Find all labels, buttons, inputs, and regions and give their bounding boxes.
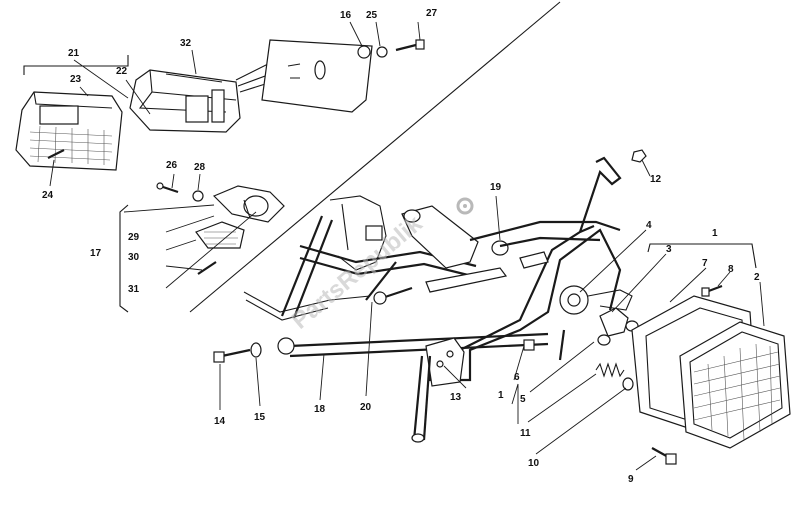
watermark: PartsRepublik	[287, 210, 428, 335]
bracket-17	[119, 204, 129, 313]
part-label-21: 21	[68, 48, 80, 59]
tail-light-window	[39, 105, 79, 125]
part-label-17: 17	[90, 248, 102, 259]
part-label-12: 12	[650, 174, 662, 185]
leader-lines	[49, 21, 765, 471]
part-label-23: 23	[70, 74, 82, 85]
bolt-14	[221, 348, 251, 358]
part-label-32: 32	[180, 38, 192, 49]
part-label-30: 30	[128, 252, 140, 263]
part-label-19: 19	[490, 182, 502, 193]
spring-11	[595, 362, 625, 378]
part-label-29: 29	[128, 232, 140, 243]
section-divider	[189, 1, 561, 313]
nut-10	[622, 377, 634, 391]
part-label-25: 25	[366, 10, 378, 21]
part-label-5: 5	[520, 394, 526, 405]
part-label-14: 14	[214, 416, 226, 427]
headlight-lens-2	[679, 321, 791, 449]
part-label-28: 28	[194, 162, 206, 173]
bulb-socket-3	[599, 307, 629, 337]
turn-signal-group	[119, 182, 285, 313]
screw-24	[47, 149, 65, 159]
bushing	[277, 337, 295, 355]
part-6	[523, 339, 535, 351]
part-label-1-lower: 1	[498, 390, 504, 401]
part-label-15: 15	[254, 412, 266, 423]
part-label-2: 2	[754, 272, 760, 283]
washer-28	[192, 190, 204, 202]
part-label-11: 11	[520, 428, 531, 439]
nut-19	[491, 240, 509, 256]
part-label-7: 7	[702, 258, 708, 269]
tail-light-group	[15, 39, 425, 171]
part-label-31: 31	[128, 284, 140, 295]
part-label-8: 8	[728, 264, 734, 275]
turn-signal-lens	[195, 221, 245, 249]
nut-16	[357, 45, 371, 59]
part-label-4: 4	[646, 220, 652, 231]
nut-12	[631, 149, 647, 163]
headlight-group	[631, 284, 791, 465]
part-label-20: 20	[360, 402, 372, 413]
part-label-24: 24	[42, 190, 54, 201]
grommet-5	[597, 334, 611, 346]
headlight-frame	[213, 149, 647, 443]
part-label-9: 9	[628, 474, 634, 485]
part-label-22: 22	[116, 66, 128, 77]
part-labels: 1 2 3 4 5 6 7 8 9 10 11 12 13 14 15 16 1…	[42, 8, 760, 485]
watermark-gear-icon	[456, 197, 474, 215]
bolt-20	[381, 286, 413, 300]
part-label-3: 3	[666, 244, 672, 255]
part-label-18: 18	[314, 404, 326, 415]
screw-31	[197, 261, 217, 275]
part-label-10: 10	[528, 458, 540, 469]
washer-15	[250, 342, 262, 358]
part-label-16: 16	[340, 10, 352, 21]
part-label-27: 27	[426, 8, 438, 19]
part-label-6: 6	[514, 372, 520, 383]
bracket-1-top	[647, 243, 757, 269]
part-label-1: 1	[712, 228, 718, 239]
tail-light-lens	[15, 91, 123, 171]
washer-25	[376, 46, 388, 58]
part-label-13: 13	[450, 392, 462, 403]
rod-18	[289, 332, 549, 348]
part-label-26: 26	[166, 160, 178, 171]
bracket-21	[23, 55, 129, 75]
